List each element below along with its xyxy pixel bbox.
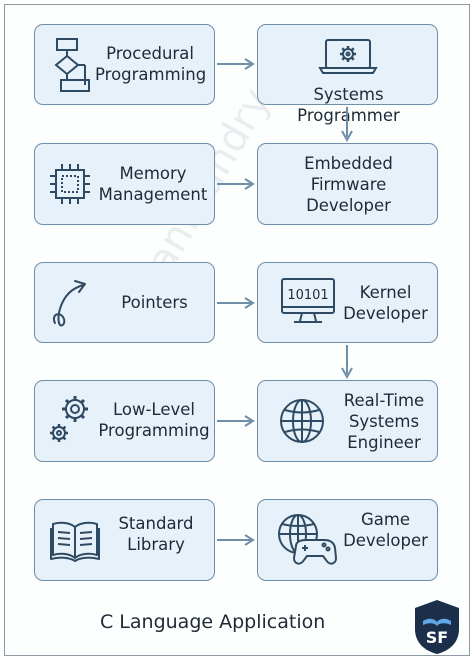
role-label-systems-programmer: Systems Programmer [297, 85, 400, 125]
skill-box-pointers: Pointers [34, 262, 215, 343]
globe-icon [280, 399, 324, 443]
sanfoundry-logo: SF [415, 600, 459, 654]
book-icon [50, 521, 100, 562]
laptop-gear-icon [318, 39, 378, 74]
skill-label-pointers: Pointers [121, 293, 188, 312]
arrow-low-level-to-real-time [217, 415, 255, 427]
arrow-memory-to-embedded [217, 178, 255, 190]
gears-icon [50, 396, 88, 442]
arrow-systems-to-embedded [341, 107, 353, 143]
arrow-library-to-game [217, 534, 255, 546]
arrow-kernel-to-real-time [341, 345, 353, 380]
logo-text: SF [426, 628, 448, 647]
binary-monitor-icon: 10101 [281, 278, 335, 323]
chip-icon [50, 164, 90, 204]
flowchart-icon [54, 38, 90, 92]
arrow-procedural-to-systems [217, 58, 255, 70]
arrow-pointers-to-kernel [217, 297, 255, 309]
curved-arrow-icon [53, 280, 86, 327]
role-box-systems-programmer: Systems Programmer [257, 24, 438, 125]
diagram-caption: C Language Application [100, 611, 326, 633]
binary-code-text: 10101 [287, 288, 328, 303]
globe-gamepad-icon [278, 514, 338, 565]
